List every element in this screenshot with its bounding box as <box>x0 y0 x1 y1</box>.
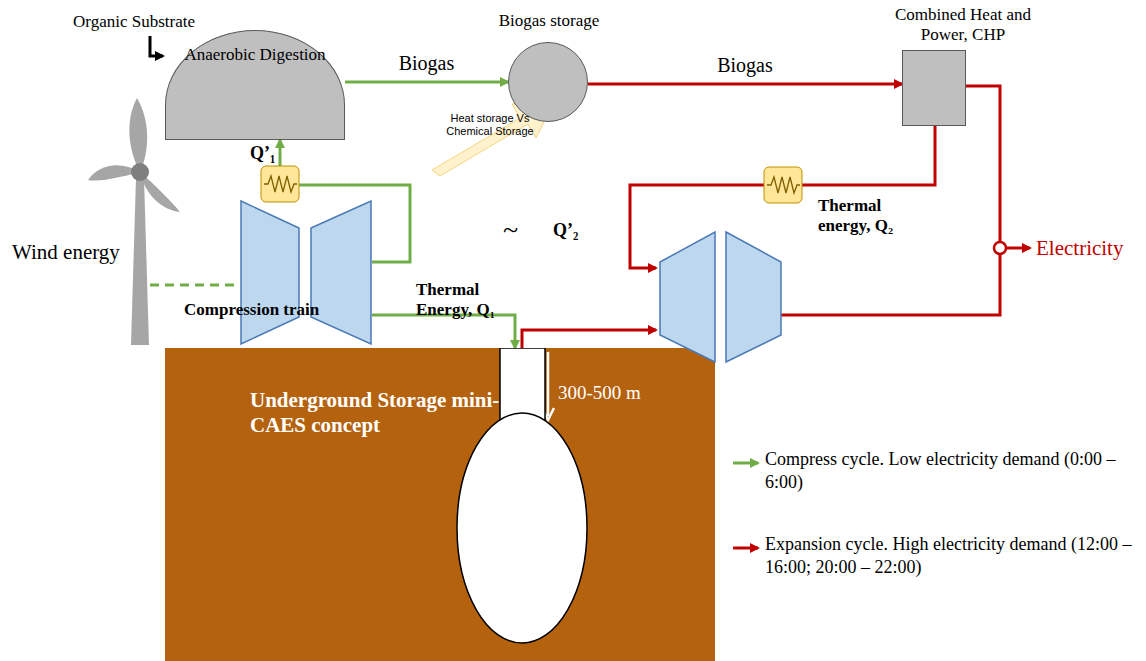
junction <box>994 242 1006 254</box>
heat-exchanger <box>261 166 802 203</box>
diagram-label: Thermal energy, Q₂ <box>818 196 918 237</box>
flow-connector <box>588 83 902 86</box>
diagram-label: Wind energy <box>12 240 120 265</box>
diagram-label: Q’₁ <box>250 143 275 164</box>
compression-train: Compression train <box>240 200 372 345</box>
depth-arrow <box>547 352 550 416</box>
edge-label: Biogas <box>397 52 457 75</box>
diagram-label: Thermal Energy, Q₁ <box>416 280 511 321</box>
flow-connector <box>345 81 508 84</box>
diagram-label: Organic Substrate <box>73 12 195 32</box>
chp-box: Combined Heat and Power, CHP <box>902 50 966 126</box>
legend-sample <box>733 547 758 550</box>
node-text: Underground Storage mini-CAES concept <box>250 388 500 438</box>
legend-text: Compress cycle. Low electricity demand (… <box>765 448 1143 493</box>
expander-turbine <box>660 232 781 362</box>
compressor-shape <box>240 200 372 345</box>
node-text: Biogas storage <box>464 11 634 31</box>
storage-circle: Biogas storage <box>508 42 588 122</box>
digester-dome: Anaerobic Digestion <box>165 30 345 140</box>
cavern <box>165 348 715 661</box>
node-text: Anaerobic Digestion <box>166 31 344 65</box>
node-text: Compression train <box>184 300 319 320</box>
legend-text: Expansion cycle. High electricity demand… <box>765 533 1143 578</box>
flow-connector <box>372 315 515 348</box>
substrate-arrow <box>150 36 163 56</box>
node-text: Combined Heat and Power, CHP <box>873 5 1053 44</box>
legend-sample <box>733 462 758 465</box>
edge-label: Biogas <box>715 54 775 77</box>
diagram-label: Heat storage Vs Chemical Storage <box>440 112 540 137</box>
diagram-label: ~ <box>503 214 518 246</box>
diagram-label: Electricity <box>1036 236 1123 261</box>
diagram-label: 300-500 m <box>558 382 641 404</box>
diagram-label: Q’₂ <box>553 220 578 241</box>
